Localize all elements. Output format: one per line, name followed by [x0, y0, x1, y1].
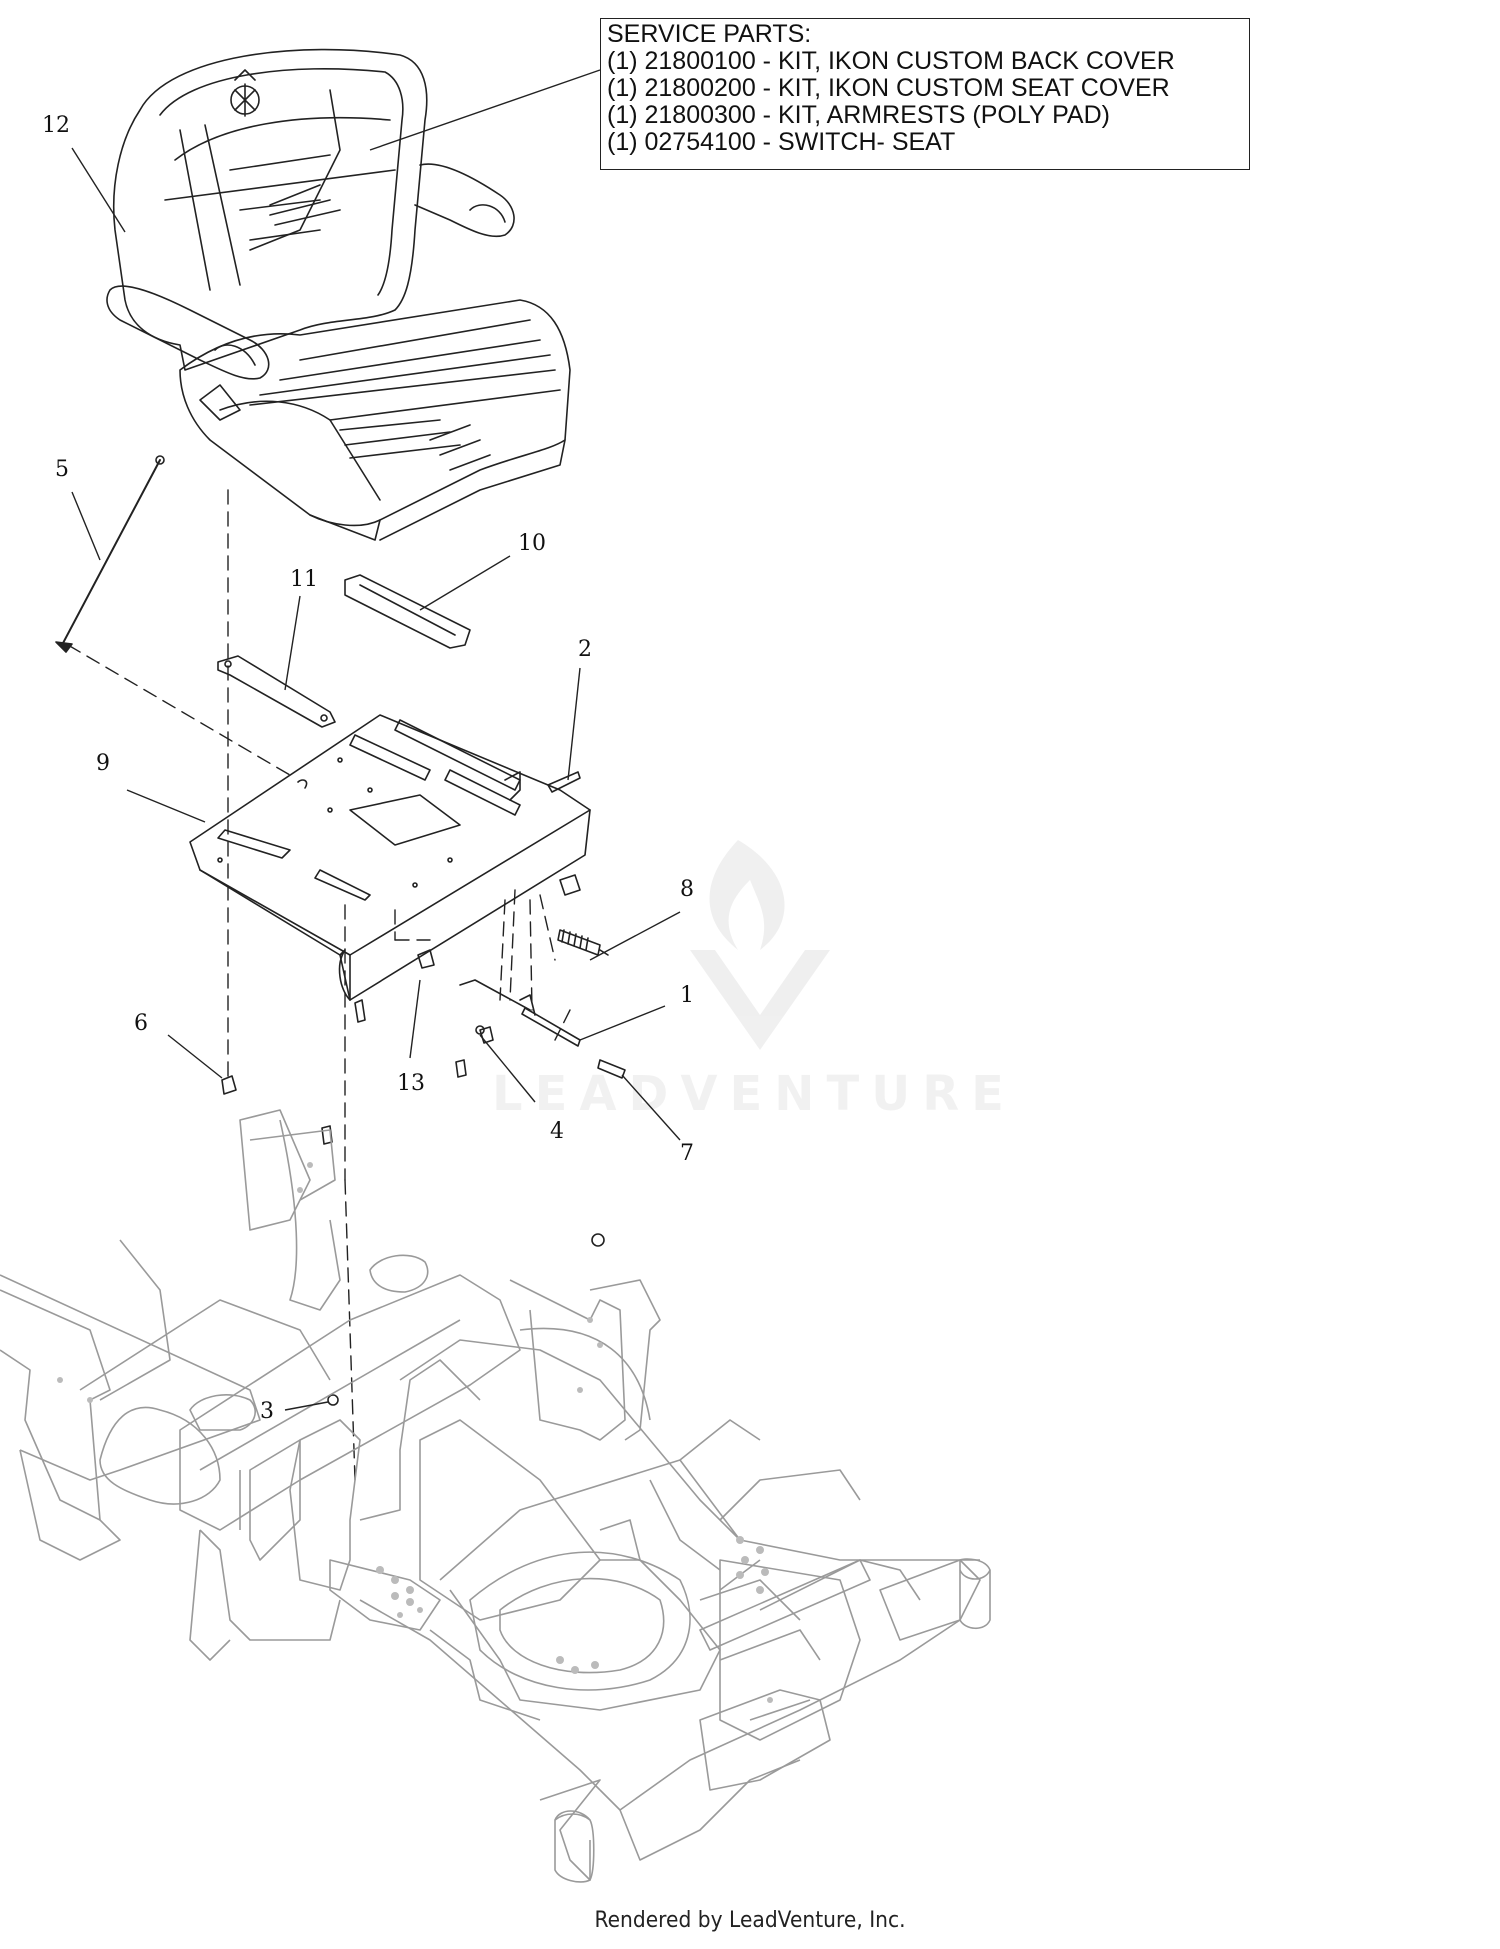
callout-3: 3	[260, 1399, 274, 1424]
service-parts-box: SERVICE PARTS: (1) 21800100 - KIT, IKON …	[600, 18, 1250, 170]
callout-leaders	[71, 69, 681, 1411]
service-part-line: (1) 21800200 - KIT, IKON CUSTOM SEAT COV…	[607, 74, 1170, 102]
service-parts-heading: SERVICE PARTS:	[607, 20, 812, 48]
callout-2: 2	[578, 637, 592, 662]
watermark-text: LEADVENTURE	[492, 1066, 1016, 1122]
plate-part-10	[344, 574, 471, 649]
callout-8: 8	[680, 877, 694, 902]
hardware-bolts	[221, 999, 605, 1406]
service-part-line: (1) 21800300 - KIT, ARMRESTS (POLY PAD)	[607, 101, 1110, 129]
seat-pan-part-9	[189, 714, 591, 1001]
callout-13: 13	[397, 1071, 425, 1096]
callout-10: 10	[518, 531, 546, 556]
seat-assembly	[106, 48, 571, 541]
seat-rod-part-5	[55, 455, 165, 653]
assembly-guide-lines	[67, 489, 571, 1481]
screw-part-2	[547, 771, 581, 793]
bracket-part-11	[217, 655, 336, 728]
service-part-line: (1) 21800100 - KIT, IKON CUSTOM BACK COV…	[607, 47, 1175, 75]
switch-rod-part-1	[417, 874, 626, 1079]
callout-1: 1	[680, 983, 694, 1008]
callout-11: 11	[290, 567, 318, 592]
callout-9: 9	[96, 751, 110, 776]
callout-7: 7	[680, 1141, 694, 1166]
callout-4: 4	[550, 1119, 564, 1144]
callout-6: 6	[134, 1011, 148, 1036]
spring-part-8	[557, 929, 609, 956]
mower-frame	[0, 1109, 991, 1883]
watermark-logo-icon	[690, 840, 830, 1050]
footer-credit: Rendered by LeadVenture, Inc.	[594, 1908, 906, 1933]
callout-5: 5	[55, 457, 69, 482]
service-part-line: (1) 02754100 - SWITCH- SEAT	[607, 128, 956, 156]
callout-12: 12	[42, 113, 70, 138]
